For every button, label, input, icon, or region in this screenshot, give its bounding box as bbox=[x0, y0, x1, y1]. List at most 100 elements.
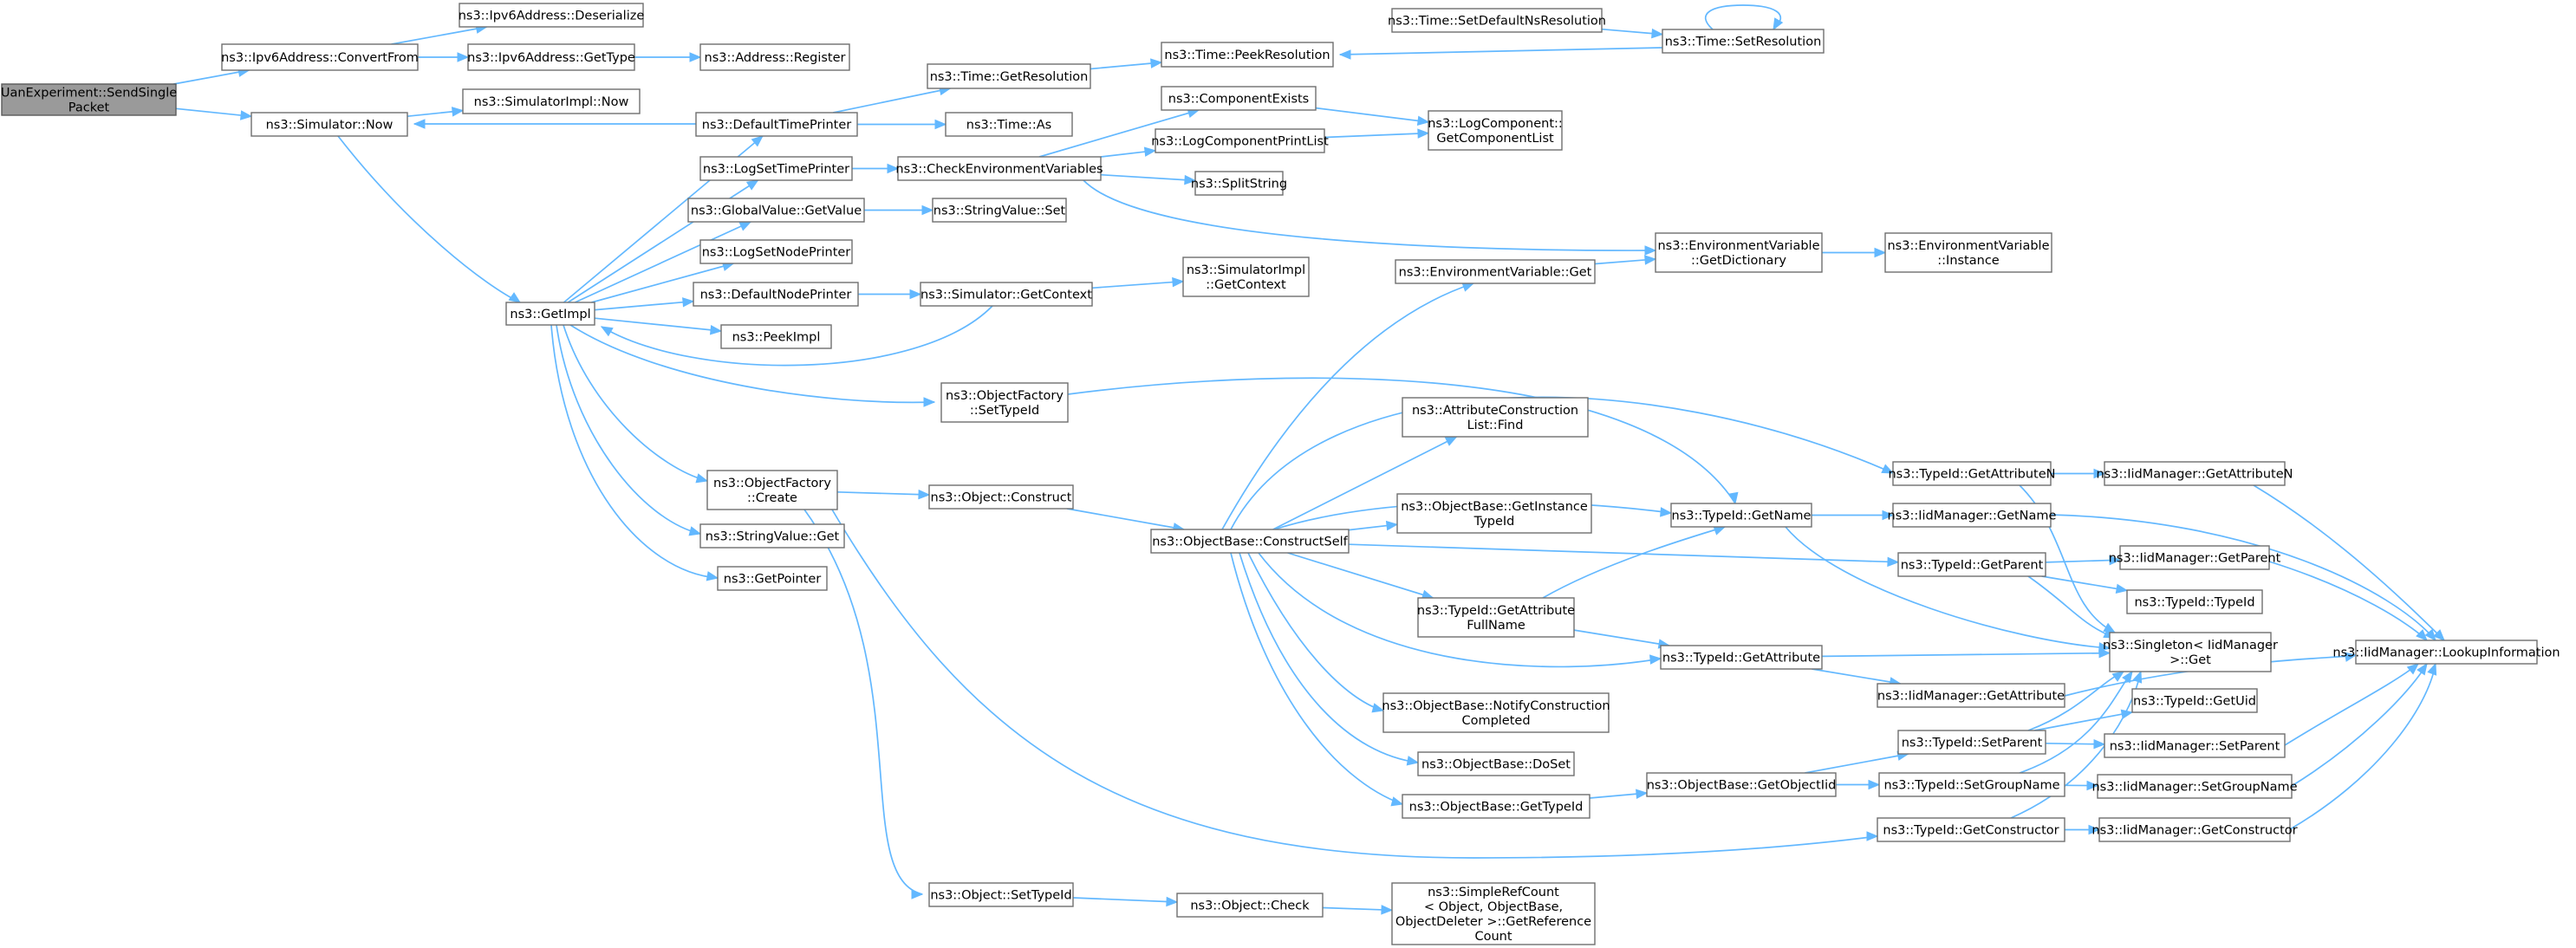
node-envVarGet[interactable]: ns3::EnvironmentVariable::Get bbox=[1395, 259, 1596, 284]
node-componentExists[interactable]: ns3::ComponentExists bbox=[1161, 86, 1317, 111]
node-defaultNodePrinter[interactable]: ns3::DefaultNodePrinter bbox=[693, 282, 859, 307]
edge-line bbox=[550, 324, 719, 579]
node-getImpl[interactable]: ns3::GetImpl bbox=[505, 302, 595, 326]
arrowhead-icon bbox=[2344, 652, 2358, 662]
node-logComponentPrintList[interactable]: ns3::LogComponentPrintList bbox=[1151, 128, 1329, 153]
node-simImplGetContext[interactable]: ns3::SimulatorImpl::GetContext bbox=[1182, 256, 1310, 297]
edge-line bbox=[1100, 173, 1196, 182]
node-label: ns3::Singleton< IidManager bbox=[2103, 639, 2278, 653]
edge-line bbox=[594, 317, 722, 332]
node-box bbox=[1391, 8, 1603, 33]
node-iidGetAttribute[interactable]: ns3::IidManager::GetAttribute bbox=[1877, 683, 2065, 708]
node-simNow[interactable]: ns3::Simulator::Now bbox=[250, 112, 408, 137]
node-defaultTimePrinter[interactable]: ns3::DefaultTimePrinter bbox=[695, 112, 858, 137]
node-simGetContext[interactable]: ns3::Simulator::GetContext bbox=[920, 282, 1093, 307]
node-timeSetDefaultNs[interactable]: ns3::Time::SetDefaultNsResolution bbox=[1388, 8, 1606, 33]
node-typeIdGetAttribute[interactable]: ns3::TypeId::GetAttribute bbox=[1660, 645, 1823, 670]
node-typeIdGetUid[interactable]: ns3::TypeId::GetUid bbox=[2131, 688, 2258, 713]
node-simImplNow[interactable]: ns3::SimulatorImpl::Now bbox=[462, 88, 641, 114]
node-iidGetName[interactable]: ns3::IidManager::GetName bbox=[1888, 503, 2057, 528]
node-objBaseNotifyConstructionCompleted[interactable]: ns3::ObjectBase::NotifyConstructionCompl… bbox=[1382, 692, 1610, 733]
node-iidSetGroupName[interactable]: ns3::IidManager::SetGroupName bbox=[2091, 774, 2298, 799]
node-addrRegister[interactable]: ns3::Address::Register bbox=[699, 43, 850, 71]
node-label: ns3::StringValue::Set bbox=[933, 205, 1066, 218]
edge-line bbox=[2034, 711, 2133, 731]
node-logSetNodePrinter[interactable]: ns3::LogSetNodePrinter bbox=[699, 239, 853, 264]
edge-checkEnvVars-to-splitString bbox=[1100, 173, 1197, 185]
node-objectConstruct[interactable]: ns3::Object::Construct bbox=[928, 484, 1074, 510]
edge-line bbox=[1821, 652, 2111, 658]
node-box bbox=[699, 43, 850, 71]
edge-line bbox=[2050, 514, 2436, 641]
node-stringValueSet[interactable]: ns3::StringValue::Set bbox=[932, 198, 1067, 223]
node-label: ns3::LogSetTimePrinter bbox=[703, 163, 849, 177]
node-globalValueGetValue[interactable]: ns3::GlobalValue::GetValue bbox=[687, 198, 865, 223]
node-timePeekResolution[interactable]: ns3::Time::PeekResolution bbox=[1161, 42, 1334, 68]
node-iidSetParent[interactable]: ns3::IidManager::SetParent bbox=[2104, 733, 2286, 758]
node-ipv6Deserialize[interactable]: ns3::Ipv6Address::Deserialize bbox=[459, 3, 645, 28]
node-checkEnvVars[interactable]: ns3::CheckEnvironmentVariables bbox=[895, 156, 1103, 181]
node-typeIdSetParent[interactable]: ns3::TypeId::SetParent bbox=[1897, 730, 2046, 755]
node-ipv6ConvertFrom[interactable]: ns3::Ipv6Address::ConvertFrom bbox=[221, 43, 419, 71]
node-envVarInstance[interactable]: ns3::EnvironmentVariable::Instance bbox=[1884, 232, 2052, 273]
node-objFactoryCreate[interactable]: ns3::ObjectFactory::Create bbox=[706, 470, 838, 510]
edge-line bbox=[1239, 552, 1419, 763]
edge-objectCheck-to-simpleRefCount bbox=[1322, 905, 1394, 915]
node-timeAs[interactable]: ns3::Time::As bbox=[945, 112, 1073, 137]
node-peekImpl[interactable]: ns3::PeekImpl bbox=[720, 324, 832, 349]
node-iidLookupInformation[interactable]: ns3::IidManager::LookupInformation bbox=[2332, 640, 2560, 665]
arrowhead-icon bbox=[911, 889, 924, 899]
node-simpleRefCount[interactable]: ns3::SimpleRefCount< Object, ObjectBase,… bbox=[1391, 882, 1596, 945]
node-iidGetConstructor[interactable]: ns3::IidManager::GetConstructor bbox=[2091, 817, 2298, 842]
node-timeSetResolution[interactable]: ns3::Time::SetResolution bbox=[1662, 29, 1825, 54]
node-timeGetResolution[interactable]: ns3::Time::GetResolution bbox=[927, 63, 1091, 89]
node-logCompGetList[interactable]: ns3::LogComponent::GetComponentList bbox=[1428, 110, 1563, 151]
edge-root-to-simNow bbox=[175, 107, 253, 120]
node-objBaseGetTypeId[interactable]: ns3::ObjectBase::GetTypeId bbox=[1402, 794, 1590, 819]
node-iidGetAttributeN[interactable]: ns3::IidManager::GetAttributeN bbox=[2096, 461, 2293, 486]
node-label: ns3::Ipv6Address::Deserialize bbox=[459, 10, 645, 23]
node-objBaseConstructSelf[interactable]: ns3::ObjectBase::ConstructSelf bbox=[1150, 529, 1350, 554]
node-stringValueGet[interactable]: ns3::StringValue::Get bbox=[699, 523, 845, 549]
node-logSetTimePrinter[interactable]: ns3::LogSetTimePrinter bbox=[699, 156, 853, 181]
node-getPointer[interactable]: ns3::GetPointer bbox=[717, 566, 828, 591]
node-label: ns3::Simulator::Now bbox=[266, 119, 394, 133]
node-typeIdGetParent[interactable]: ns3::TypeId::GetParent bbox=[1897, 552, 2046, 577]
edge-logSetTimePrinter-to-checkEnvVars bbox=[852, 163, 900, 174]
node-ipv6GetType[interactable]: ns3::Ipv6Address::GetType bbox=[467, 43, 635, 71]
node-typeIdTypeId[interactable]: ns3::TypeId::TypeId bbox=[2126, 589, 2263, 614]
arrowhead-icon bbox=[1381, 905, 1394, 915]
node-objectCheck[interactable]: ns3::Object::Check bbox=[1176, 893, 1324, 918]
edge-objectConstruct-to-objBaseConstructSelf bbox=[1066, 508, 1186, 533]
edge-line bbox=[2289, 663, 2436, 830]
node-iidGetParent[interactable]: ns3::IidManager::GetParent bbox=[2109, 545, 2281, 570]
arrowhead-icon bbox=[1728, 491, 1739, 505]
node-typeIdSetGroupName[interactable]: ns3::TypeId::SetGroupName bbox=[1878, 772, 2065, 797]
node-typeIdGetName[interactable]: ns3::TypeId::GetName bbox=[1670, 503, 1812, 528]
node-box bbox=[467, 43, 635, 71]
node-splitString[interactable]: ns3::SplitString bbox=[1191, 171, 1287, 196]
node-typeIdGetAttributeN[interactable]: ns3::TypeId::GetAttributeN bbox=[1888, 461, 2056, 486]
node-label: ns3::PeekImpl bbox=[732, 331, 821, 345]
node-objectSetTypeId[interactable]: ns3::Object::SetTypeId bbox=[928, 882, 1074, 907]
edge-line bbox=[1348, 543, 1899, 563]
arrowhead-icon bbox=[2427, 662, 2437, 676]
node-objBaseDoSet[interactable]: ns3::ObjectBase::DoSet bbox=[1417, 751, 1575, 776]
node-singletonGet[interactable]: ns3::Singleton< IidManager>::Get bbox=[2103, 632, 2278, 672]
node-envVarGetDictionary[interactable]: ns3::EnvironmentVariable::GetDictionary bbox=[1655, 232, 1823, 273]
node-objFactorySetTypeId[interactable]: ns3::ObjectFactory::SetTypeId bbox=[940, 382, 1069, 423]
node-label: ns3::IidManager::GetConstructor bbox=[2091, 824, 2297, 838]
edge-line bbox=[1324, 132, 1429, 139]
node-objBaseGetObjectIid[interactable]: ns3::ObjectBase::GetObjectIid bbox=[1646, 772, 1837, 797]
node-label: ns3::ObjectBase::NotifyConstruction bbox=[1382, 699, 1610, 713]
arrowhead-icon bbox=[738, 221, 752, 231]
node-label: < Object, ObjectBase, bbox=[1424, 900, 1563, 914]
node-label: ns3::ObjectBase::GetTypeId bbox=[1409, 801, 1584, 815]
node-typeIdGetConstructor[interactable]: ns3::TypeId::GetConstructor bbox=[1877, 817, 2065, 842]
edge-envVarGetDictionary-to-envVarInstance bbox=[1822, 247, 1887, 258]
node-label: ns3::IidManager::SetParent bbox=[2110, 740, 2280, 754]
node-label: ns3::IidManager::GetName bbox=[1888, 510, 2057, 523]
